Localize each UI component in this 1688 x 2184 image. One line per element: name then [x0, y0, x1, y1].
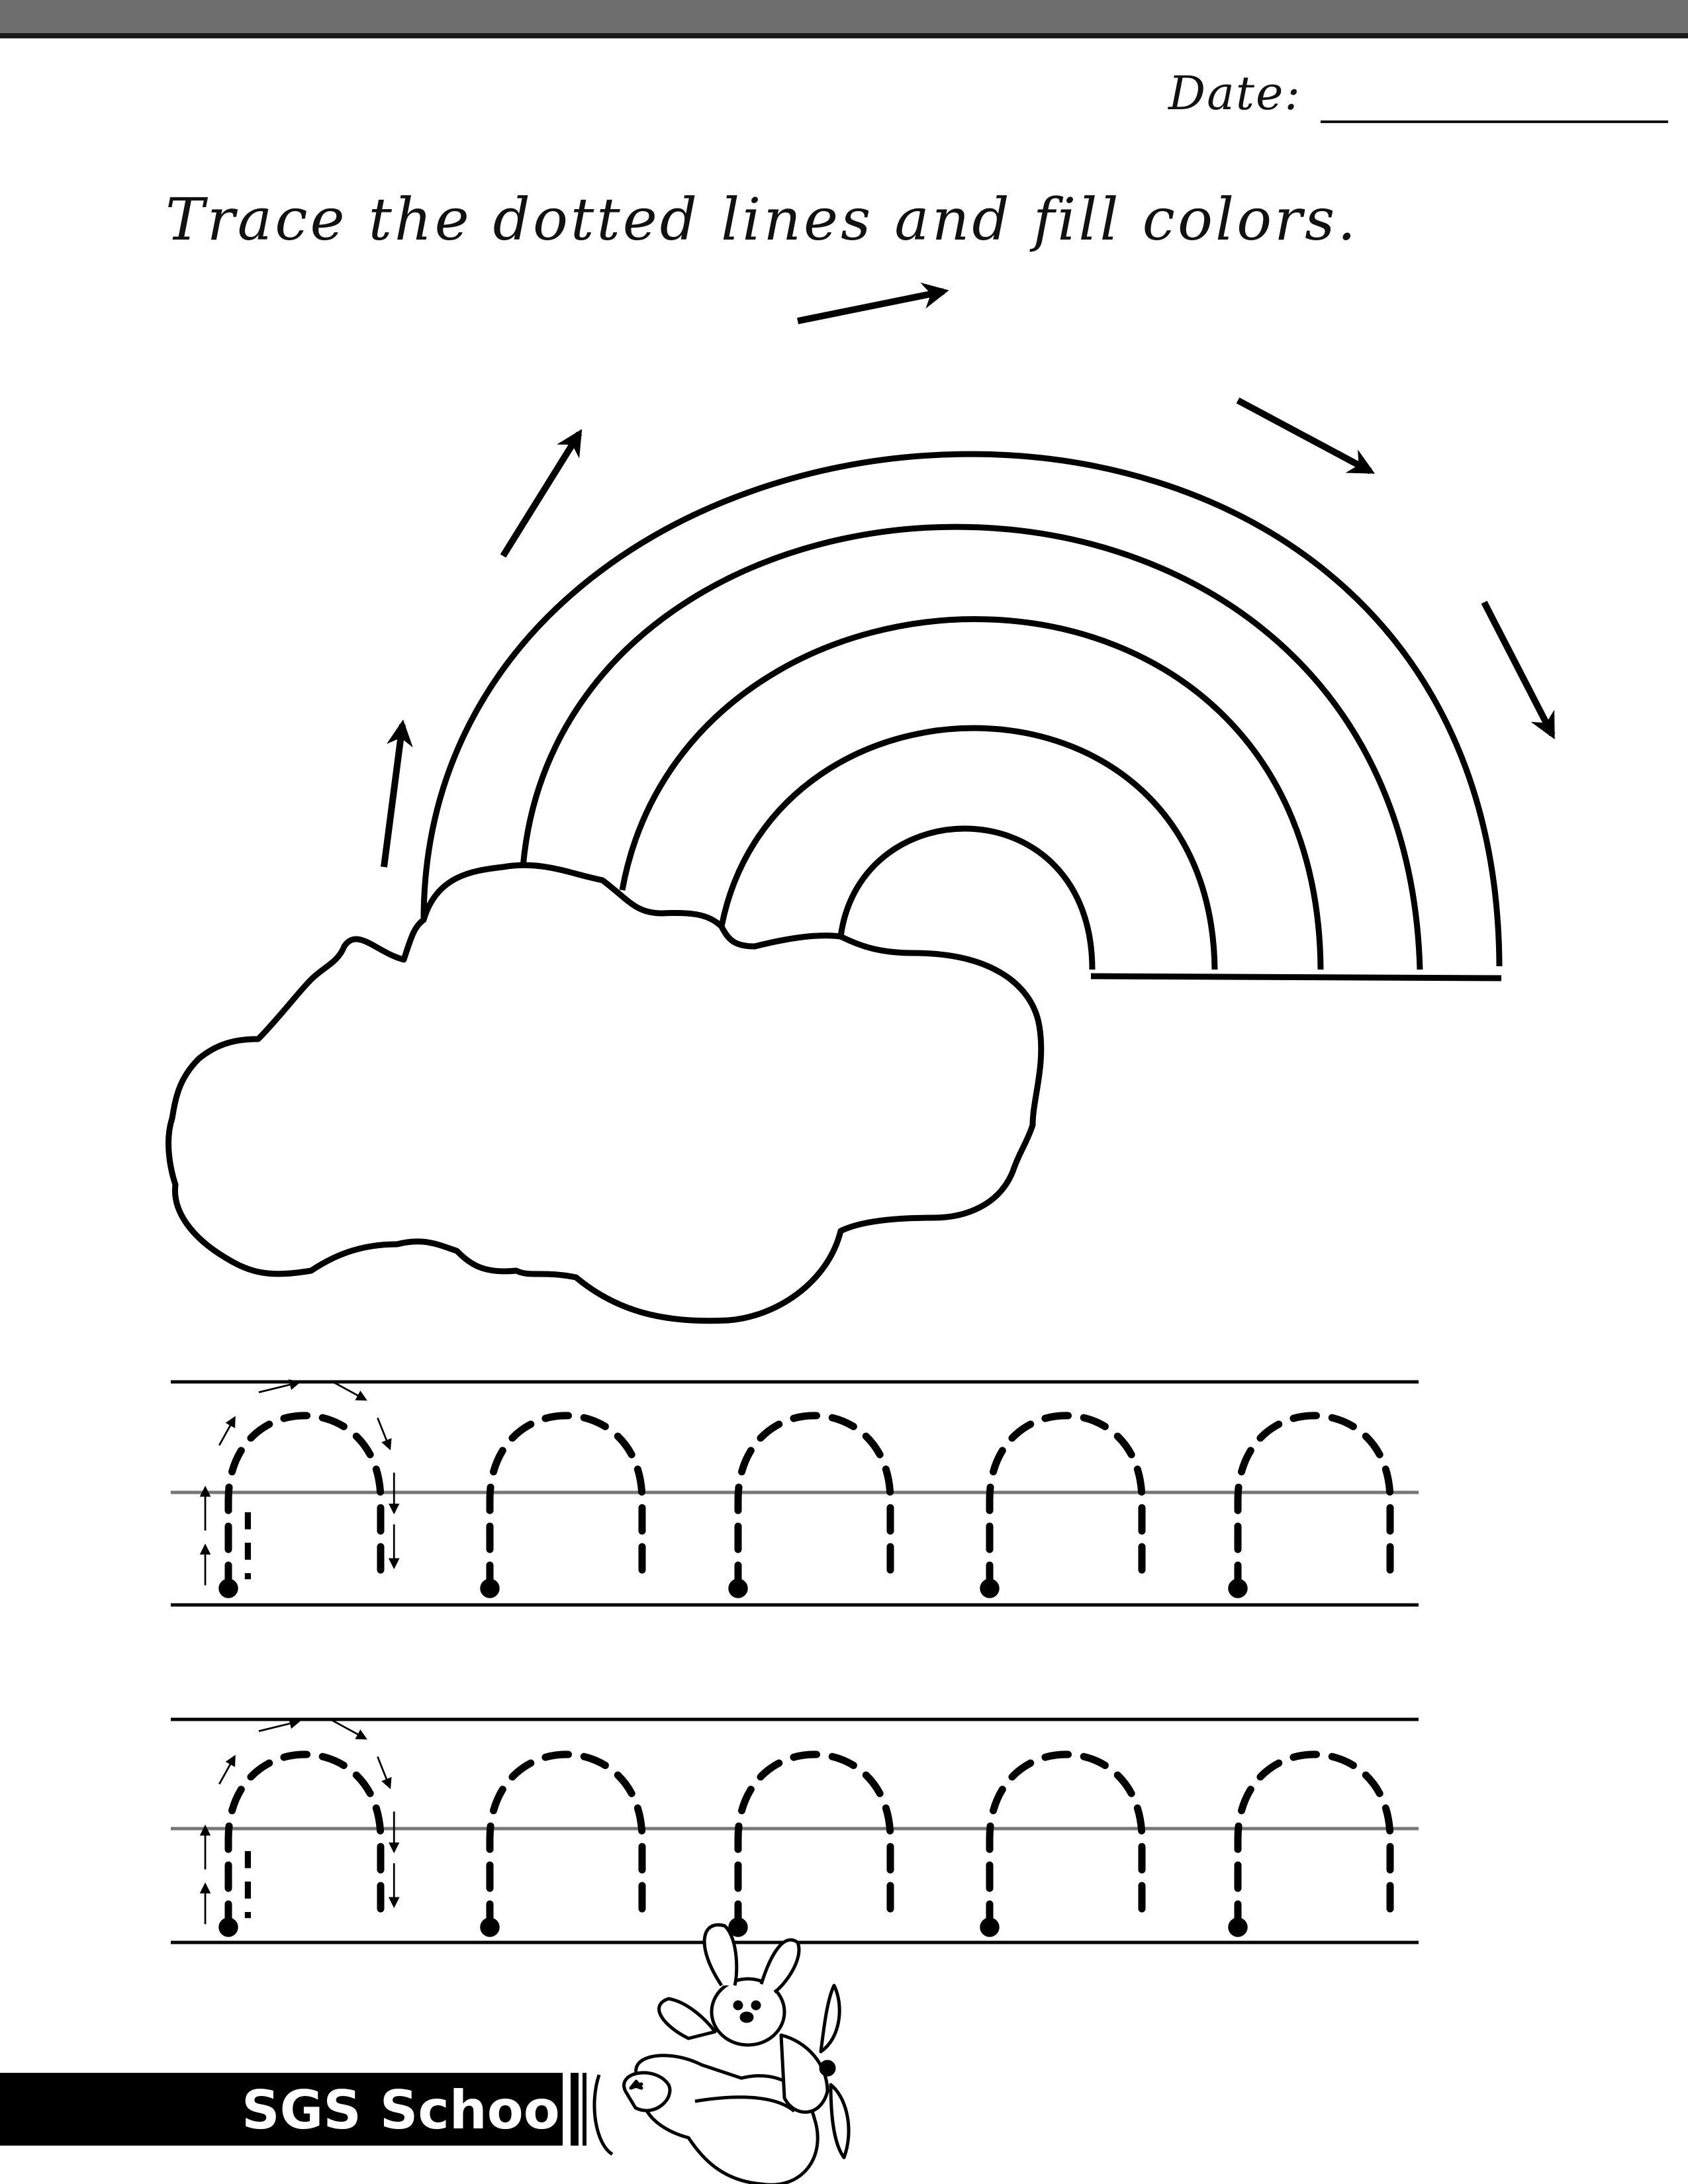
- tracing-letter-n: [728, 1416, 890, 1598]
- rainbow-band-3: [619, 616, 1324, 970]
- top-bar: [0, 0, 1688, 38]
- tracing-letter-n: [980, 1754, 1142, 1937]
- tracing-letter-n-guided: [205, 1381, 394, 1598]
- date-label: Date:: [1168, 66, 1301, 120]
- rainbow-band-4: [718, 725, 1218, 970]
- bunny-airplane-icon: [592, 1923, 851, 2184]
- rainbow-illustration: [420, 451, 1503, 981]
- school-name: SGS School: [242, 2079, 579, 2141]
- footer-divider: [583, 2073, 586, 2146]
- tracing-row-1: [171, 1381, 1419, 1607]
- tracing-letter-n: [728, 1754, 890, 1937]
- tracing-letter-n: [980, 1416, 1142, 1598]
- footer-divider: [571, 2073, 579, 2146]
- date-field[interactable]: [1321, 120, 1668, 123]
- rainbow-direction-arrows: [381, 283, 1556, 868]
- tracing-row-2: [171, 1719, 1419, 1944]
- tracing-letter-n: [1228, 1416, 1390, 1598]
- tracing-letter-n: [480, 1416, 642, 1598]
- tracing-letter-n: [1228, 1754, 1390, 1937]
- cloud-illustration: [165, 862, 1045, 1324]
- rainbow-band-outer: [420, 451, 1503, 967]
- page-title: Trace the dotted lines and fill colors.: [165, 185, 1359, 253]
- rainbow-band-inner: [837, 825, 1096, 970]
- rainbow-base: [1090, 973, 1502, 981]
- footer-bar: [0, 2073, 563, 2146]
- tracing-letter-n: [480, 1754, 642, 1937]
- rainbow-band-2: [520, 523, 1423, 970]
